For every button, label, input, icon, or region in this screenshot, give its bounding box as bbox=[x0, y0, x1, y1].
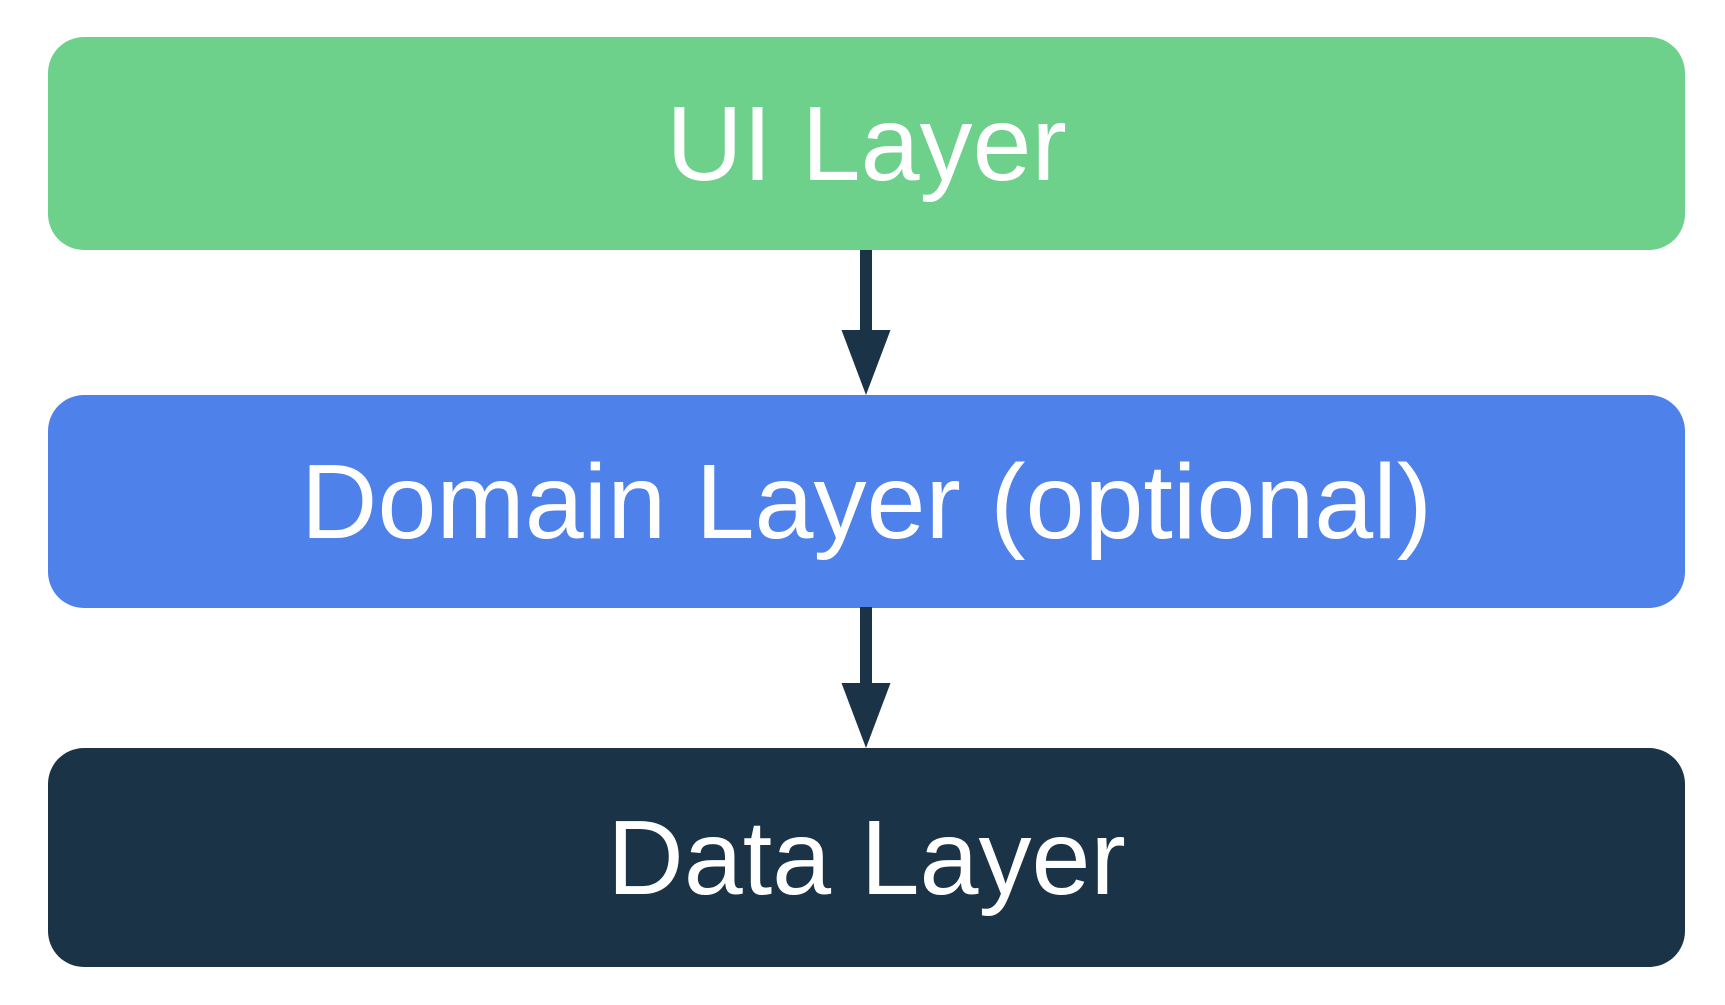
ui-layer-label: UI Layer bbox=[666, 84, 1067, 203]
arrow-down-icon bbox=[841, 250, 891, 395]
ui-layer-node: UI Layer bbox=[48, 37, 1685, 250]
domain-layer-node: Domain Layer (optional) bbox=[48, 395, 1685, 608]
edge-domain-to-data bbox=[841, 607, 891, 748]
edge-ui-to-domain bbox=[841, 250, 891, 395]
data-layer-node: Data Layer bbox=[48, 748, 1685, 967]
domain-layer-label: Domain Layer (optional) bbox=[300, 442, 1433, 561]
arrow-down-icon bbox=[841, 607, 891, 748]
data-layer-label: Data Layer bbox=[607, 798, 1126, 917]
